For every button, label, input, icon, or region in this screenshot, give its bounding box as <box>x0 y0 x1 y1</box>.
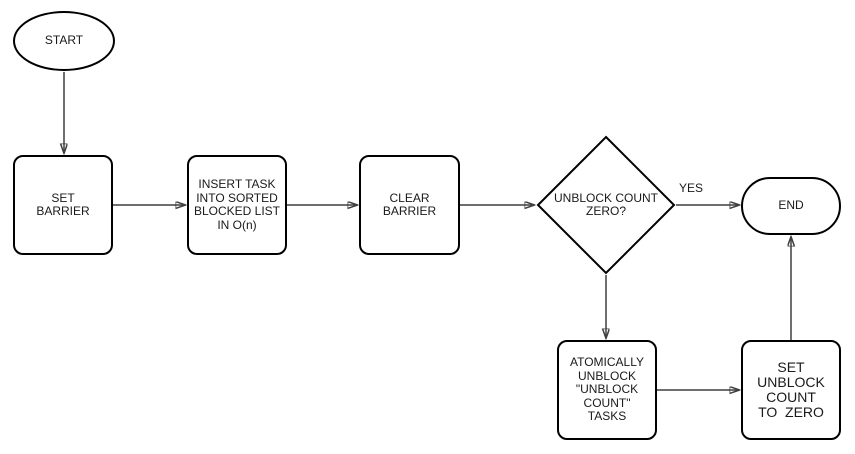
node-clear-barrier-label: CLEAR BARRIER <box>382 190 437 218</box>
node-atomically-unblock-label: ATOMICALLY UNBLOCK "UNBLOCK COUNT" TASKS <box>569 355 645 424</box>
node-end-label: END <box>778 198 804 213</box>
node-set-barrier: SET BARRIER <box>13 155 113 255</box>
node-unblock-count-zero: UNBLOCK COUNT ZERO? <box>536 135 676 275</box>
decision-diamond-shape <box>536 135 676 275</box>
node-start: START <box>13 11 115 71</box>
node-set-unblock-count: SET UNBLOCK COUNT TO ZERO <box>741 340 841 440</box>
node-insert-task-label: INSERT TASK INTO SORTED BLOCKED LIST IN … <box>193 177 281 232</box>
node-unblock-count-zero-label: UNBLOCK COUNT ZERO? <box>553 190 658 218</box>
node-clear-barrier: CLEAR BARRIER <box>359 155 460 255</box>
node-set-barrier-label: SET BARRIER <box>36 190 90 218</box>
node-atomically-unblock: ATOMICALLY UNBLOCK "UNBLOCK COUNT" TASKS <box>557 340 657 440</box>
node-start-label: START <box>44 33 84 48</box>
node-set-unblock-count-label: SET UNBLOCK COUNT TO ZERO <box>757 359 825 420</box>
node-end: END <box>741 177 841 235</box>
edge-label-yes: YES <box>674 181 708 195</box>
node-insert-task: INSERT TASK INTO SORTED BLOCKED LIST IN … <box>187 155 287 255</box>
